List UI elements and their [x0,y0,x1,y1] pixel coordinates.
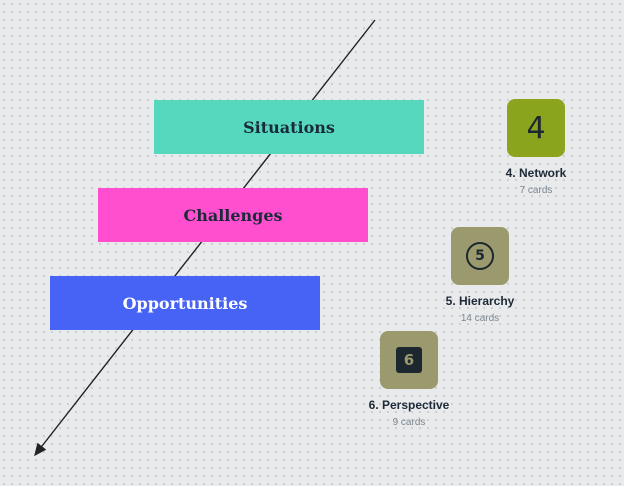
deck-perspective-count: 9 cards [392,417,426,428]
circled-5-icon: 5 [466,242,494,270]
boxed-6-icon-text: 6 [403,351,415,369]
challenges-label: Challenges [183,205,283,225]
number-4-icon: 4 [526,110,546,146]
circled-5-icon-text: 5 [475,248,485,264]
boxed-6-icon: 6 [396,347,422,373]
challenges-sticky[interactable]: Challenges [98,188,368,242]
situations-label: Situations [243,117,335,137]
deck-hierarchy[interactable]: 5 5. Hierarchy 14 cards [410,227,550,324]
deck-perspective-tile: 6 [380,331,438,389]
opportunities-sticky[interactable]: Opportunities [50,276,320,330]
deck-hierarchy-name: 5. Hierarchy [445,294,515,308]
situations-sticky[interactable]: Situations [154,100,424,154]
deck-perspective-name: 6. Perspective [368,398,450,412]
deck-network-tile: 4 [507,99,565,157]
deck-network-count: 7 cards [519,185,553,196]
deck-hierarchy-count: 14 cards [460,313,500,324]
deck-network[interactable]: 4 4. Network 7 cards [466,99,606,196]
deck-perspective[interactable]: 6 6. Perspective 9 cards [339,331,479,428]
deck-network-name: 4. Network [505,166,567,180]
opportunities-label: Opportunities [122,293,248,313]
deck-hierarchy-tile: 5 [451,227,509,285]
